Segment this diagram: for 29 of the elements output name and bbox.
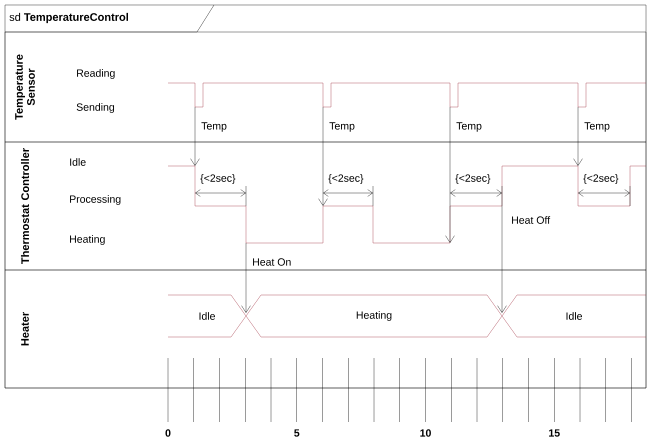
tick-number: 5	[292, 428, 301, 438]
message-arrow	[497, 206, 507, 313]
edge-label: Temp	[455, 121, 483, 133]
state-band: Idle	[168, 294, 246, 338]
constraint-label: {<2sec}	[454, 173, 492, 185]
constraint-label: {<2sec}	[199, 173, 237, 185]
state-label: Processing	[68, 194, 122, 206]
constraint-label: {<2sec}	[582, 173, 620, 185]
message-arrow	[573, 106, 583, 166]
tick-number: 15	[547, 428, 562, 438]
edge-label: Heat Off	[510, 215, 552, 225]
edge-label: Temp	[583, 121, 611, 133]
tick-number: 10	[418, 428, 432, 438]
edge-label: Heat On	[251, 257, 292, 267]
state-label: Idle	[68, 157, 88, 167]
state-band: Heating	[246, 294, 502, 338]
constraint-label: {<2sec}	[327, 173, 365, 185]
state-label: Heating	[68, 234, 106, 246]
title-tab: sd TemperatureControl	[4, 4, 214, 32]
state-label: Sending	[75, 102, 116, 114]
message-arrow	[190, 106, 200, 166]
edge-label: Temp	[328, 121, 356, 133]
message-arrow	[318, 106, 328, 206]
edge-label: Temp	[200, 121, 228, 133]
state-band: Idle	[502, 294, 646, 338]
message-arrow	[445, 106, 455, 243]
message-arrow	[241, 242, 251, 313]
state-label: Reading	[75, 68, 116, 80]
tick-number: 0	[164, 428, 172, 438]
